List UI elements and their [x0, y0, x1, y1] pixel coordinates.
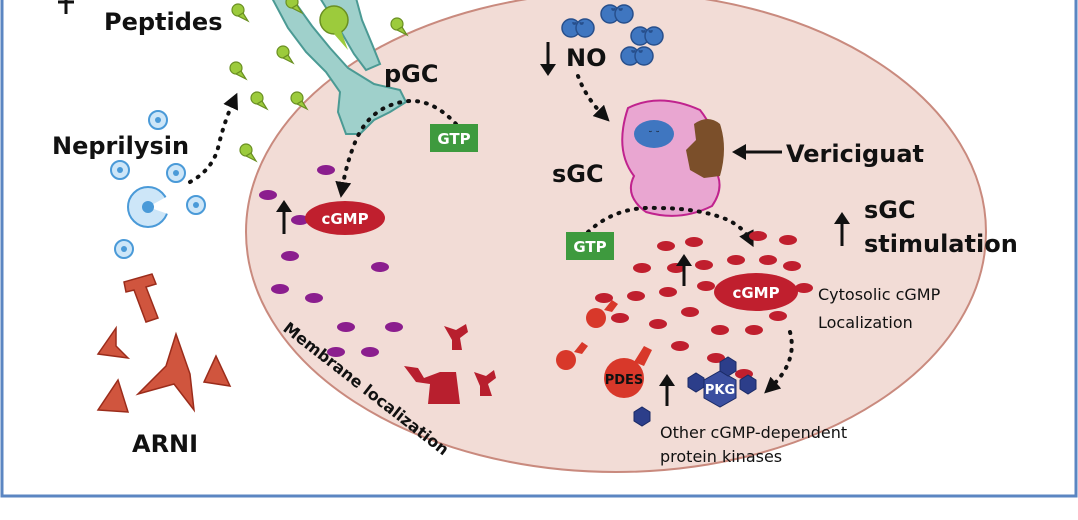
svg-text:˘ ˘: ˘ ˘ [572, 22, 584, 33]
neprilysin-degradation-arrow [188, 92, 238, 184]
label-no: NO [566, 44, 607, 72]
cell-body [245, 0, 987, 473]
peptide-drop-icon [231, 3, 250, 23]
label-sgc-stimulation-line2: stimulation [864, 230, 1018, 258]
label-cgmp-cytosol: cGMP [732, 284, 779, 302]
cgmp-cytosol-pill [714, 273, 798, 311]
peptide-drop-icon [285, 0, 304, 15]
pkg-hexagon-icon [633, 356, 757, 427]
cgmp-membrane-pill [305, 201, 385, 235]
label-peptides: Peptides [104, 8, 223, 36]
label-cytosolic-line2: Localization [818, 313, 913, 332]
up-arrow-icon [834, 212, 850, 246]
no-molecule-icon: ˘ ˘ ˘ ˘ ˘ ˘ ˘ ˘ [561, 4, 664, 66]
left-arrow-icon [732, 144, 782, 160]
gtp-box-pgc [430, 124, 478, 152]
no-to-sgc-arrow [576, 74, 610, 122]
label-sgc-stimulation-line1: sGC [864, 196, 916, 224]
membrane-receptor-icons [404, 324, 496, 404]
peptide-drop-icon [290, 91, 309, 111]
label-gtp-pgc: GTP [437, 130, 470, 148]
label-pkg: PKG [705, 383, 735, 398]
up-arrow-icon [659, 374, 675, 406]
membrane-cgmp-particles [259, 165, 403, 357]
up-arrow-icon [276, 200, 292, 234]
label-sgc: sGC [552, 160, 604, 188]
svg-text:˘ ˘: ˘ ˘ [648, 130, 660, 141]
arni-molecule-icon [96, 273, 232, 413]
label-other-kinases-line1: Other cGMP-dependent [660, 423, 847, 442]
neprilysin-enzyme-icon [110, 110, 206, 259]
figure-frame [0, 0, 1078, 498]
pgc-gtp-to-cgmp-arrow [335, 99, 458, 198]
label-arni: ARNI [132, 430, 198, 458]
svg-text:˘ ˘: ˘ ˘ [631, 50, 643, 61]
cytosolic-cgmp-particles [595, 231, 813, 379]
sgc-gtp-to-cgmp-arrow [586, 205, 754, 248]
label-pgc: pGC [384, 60, 439, 88]
peptide-drops [229, 0, 409, 163]
label-other-kinases-line2: protein kinases [660, 447, 782, 466]
down-arrow-icon [540, 42, 556, 76]
label-neprilysin: Neprilysin [52, 132, 189, 160]
label-cytosolic-line1: Cytosolic cGMP [818, 285, 941, 304]
svg-text:˘ ˘: ˘ ˘ [611, 8, 623, 19]
label-pdes: PDES [605, 373, 644, 388]
up-arrow-icon [676, 254, 692, 286]
peptide-drop-icon [229, 61, 248, 81]
peptide-drop-icon [276, 45, 295, 65]
down-arrow-icon [58, 0, 74, 14]
peptide-drop-icon [239, 143, 258, 163]
peptide-drop-icon [250, 91, 269, 111]
label-vericiguat: Vericiguat [786, 140, 924, 168]
cgmp-to-kinase-arrow [764, 330, 794, 394]
pde-enzyme-icon [556, 300, 652, 398]
peptide-drop-icon [390, 17, 409, 37]
svg-text:˘ ˘: ˘ ˘ [641, 30, 653, 41]
pgc-receptor-icon [271, 0, 408, 135]
vericiguat-molecule-icon [686, 119, 724, 178]
label-gtp-sgc: GTP [573, 238, 606, 256]
gtp-box-sgc [566, 232, 614, 260]
label-cgmp-membrane: cGMP [321, 210, 368, 228]
